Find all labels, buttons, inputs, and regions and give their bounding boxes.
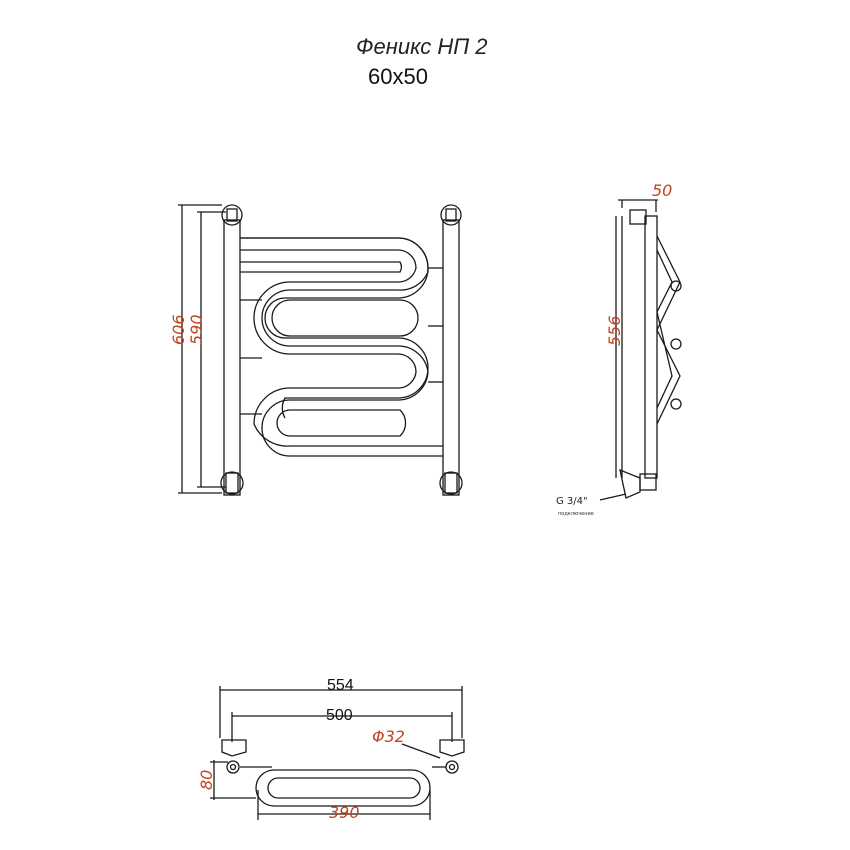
- coil-width: 390: [329, 803, 360, 822]
- right-collector: [442, 219, 460, 496]
- top-view: [210, 686, 465, 820]
- product-size: 60x50: [368, 64, 428, 89]
- side-view: [599, 199, 682, 501]
- front-height-center: 590: [187, 314, 206, 345]
- front-view: [178, 204, 463, 496]
- product-title: Феникс НП 2: [356, 34, 488, 59]
- thread-size: G 3/4": [556, 496, 588, 507]
- side-depth: 50: [652, 181, 672, 200]
- top-width-overall: 554: [327, 677, 354, 694]
- top-width-center: 500: [326, 707, 353, 724]
- front-height-overall: 606: [169, 314, 188, 345]
- wall-offset: 80: [197, 770, 216, 790]
- thread-note: подключение: [558, 511, 594, 517]
- side-height: 556: [605, 315, 624, 346]
- left-valve: [221, 739, 247, 757]
- left-top-cap: [221, 204, 243, 226]
- pipe-diameter: Φ32: [372, 727, 405, 746]
- right-bottom-cap: [439, 471, 463, 495]
- left-bottom-cap: [220, 471, 244, 495]
- side-collector: [644, 215, 658, 479]
- serpentine-coil: [240, 237, 443, 457]
- right-valve: [439, 739, 465, 757]
- serpentine-coil-outer: [240, 237, 429, 419]
- right-top-cap: [440, 204, 462, 226]
- top-coil-loop: [240, 766, 431, 807]
- left-collector: [223, 219, 241, 496]
- side-valve: [619, 468, 641, 499]
